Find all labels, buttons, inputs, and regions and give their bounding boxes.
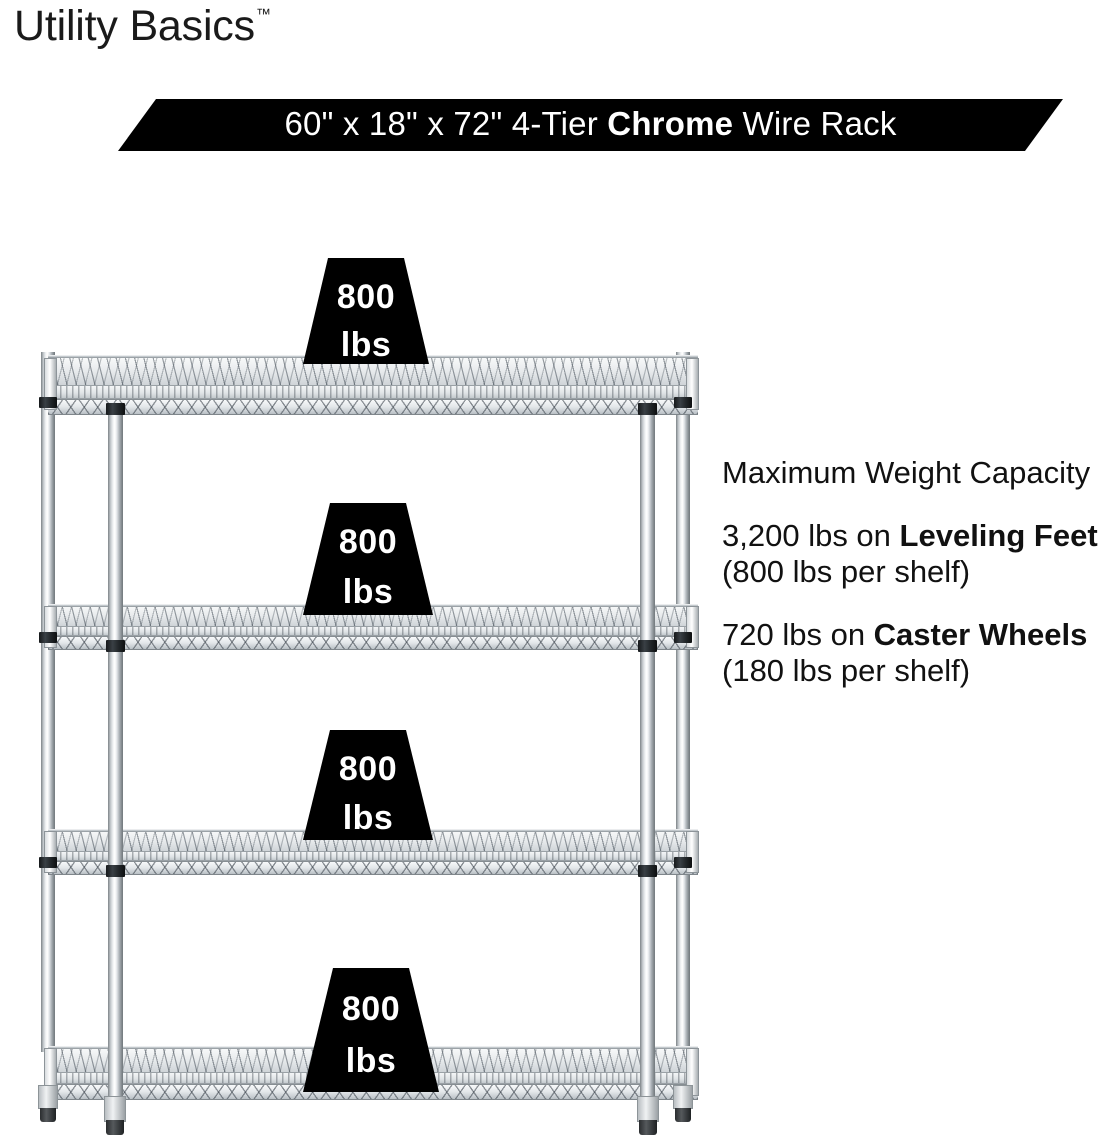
caster-wheels-lead: 720 lbs on [722, 616, 874, 652]
capacity-badge-tier-3: 800 lbs [303, 730, 433, 840]
leveling-foot-sleeve-back-right [673, 1085, 693, 1109]
capacity-heading: Maximum Weight Capacity [722, 455, 1091, 490]
capacity-caster-wheels: 720 lbs on Caster Wheels (180 lbs per sh… [722, 617, 1120, 690]
post-back-right [676, 352, 690, 1052]
capacity-badge-2-number: 800 [338, 523, 398, 561]
wire-rack-illustration: 800 lbs 800 lbs 800 lbs 800 lbs [38, 258, 699, 1135]
shelf-tier-3 [48, 829, 698, 879]
shelf-2-wire-slats [48, 626, 698, 636]
banner-suffix: Wire Rack [733, 105, 897, 142]
brand-logo: Utility Basics™ [14, 2, 271, 51]
shelf-3-front-truss [48, 861, 698, 875]
post-front-right [640, 404, 655, 1111]
brand-name: Utility Basics [14, 2, 255, 50]
capacity-badge-4-unit: lbs [345, 1042, 397, 1080]
leveling-foot-sleeve-front-left [104, 1096, 126, 1122]
capacity-badge-tier-4: 800 lbs [303, 968, 439, 1092]
capacity-badge-1-unit: lbs [340, 326, 392, 364]
collar-back-right-2 [674, 632, 692, 643]
banner-title: 60" x 18" x 72" 4-Tier Chrome Wire Rack [284, 105, 896, 143]
shelf-3-wire-slats [48, 851, 698, 861]
collar-back-right-3 [674, 857, 692, 868]
collar-front-right-2 [638, 640, 657, 652]
banner-prefix: 60" x 18" x 72" 4-Tier [284, 105, 608, 142]
collar-front-left-1 [106, 403, 125, 415]
collar-front-left-2 [106, 640, 125, 652]
shelf-2-wire-deck [48, 604, 698, 626]
collar-back-left-2 [39, 632, 57, 643]
shelf-3-wire-deck [48, 829, 698, 851]
leveling-foot-front-left [106, 1120, 124, 1135]
collar-back-right-1 [674, 397, 692, 408]
capacity-badge-2-unit: lbs [342, 573, 394, 611]
capacity-badge-tier-2: 800 lbs [303, 503, 433, 615]
caster-wheels-label: Caster Wheels [873, 616, 1088, 652]
capacity-badge-4-number: 800 [341, 990, 401, 1028]
collar-back-left-3 [39, 857, 57, 868]
shelf-tier-2 [48, 604, 698, 654]
capacity-badge-1-number: 800 [336, 278, 396, 316]
collar-back-left-1 [39, 397, 57, 408]
shelf-tier-1 [48, 355, 698, 417]
capacity-badge-3-unit: lbs [342, 799, 394, 837]
banner-highlight: Chrome [607, 105, 734, 142]
collar-front-right-1 [638, 403, 657, 415]
leveling-foot-back-left [40, 1108, 56, 1122]
caster-wheels-tail: (180 lbs per shelf) [722, 653, 971, 689]
post-front-left [108, 404, 123, 1111]
leveling-foot-sleeve-back-left [38, 1085, 58, 1109]
title-banner: 60" x 18" x 72" 4-Tier Chrome Wire Rack [118, 99, 1063, 151]
capacity-badge-tier-1: 800 lbs [303, 258, 429, 364]
shelf-2-front-truss [48, 636, 698, 650]
collar-front-left-3 [106, 865, 125, 877]
leveling-foot-sleeve-front-right [637, 1096, 659, 1122]
post-back-left [41, 352, 55, 1052]
leveling-feet-label: Leveling Feet [899, 517, 1098, 553]
collar-front-right-3 [638, 865, 657, 877]
trademark-symbol: ™ [255, 5, 271, 23]
leveling-feet-lead: 3,200 lbs on [722, 517, 900, 553]
leveling-feet-tail: (800 lbs per shelf) [722, 554, 971, 590]
leveling-foot-front-right [639, 1120, 657, 1135]
capacity-badge-3-number: 800 [338, 750, 398, 788]
shelf-1-wire-slats [48, 385, 698, 399]
shelf-1-front-truss [48, 399, 698, 415]
leveling-foot-back-right [675, 1108, 691, 1122]
capacity-leveling-feet: 3,200 lbs on Leveling Feet (800 lbs per … [722, 518, 1120, 591]
weight-capacity-info: Maximum Weight Capacity 3,200 lbs on Lev… [722, 455, 1120, 690]
